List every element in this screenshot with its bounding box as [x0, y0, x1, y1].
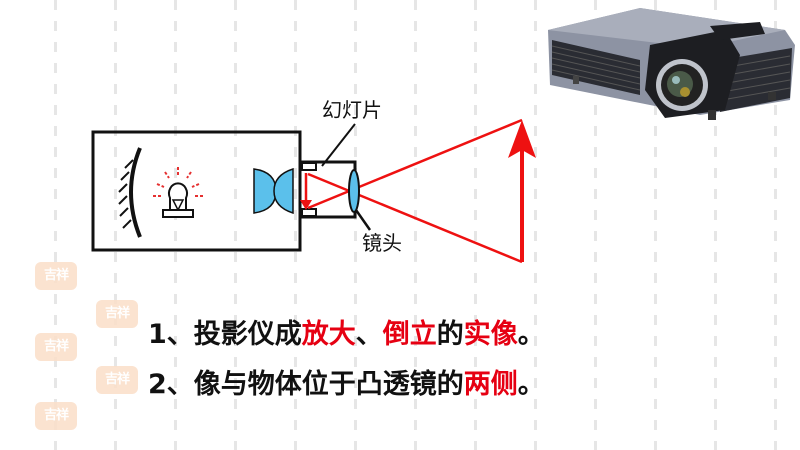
- condenser-lens-icon: [253, 167, 294, 215]
- projector-photo: [548, 8, 795, 120]
- point-highlight: 两侧: [463, 369, 518, 400]
- slide-arrow: [300, 173, 312, 210]
- point-2: 2、像与物体位于凸透镜的两侧。: [148, 362, 545, 401]
- lens-label: 镜头: [362, 231, 402, 255]
- point-text: 。: [517, 319, 545, 350]
- watermark-stamp: 吉祥: [35, 333, 77, 361]
- watermark-stamp: 吉祥: [96, 366, 138, 394]
- point-text: 投影仪成: [193, 319, 302, 350]
- light-rays: [307, 118, 523, 264]
- point-text: 。: [517, 369, 545, 400]
- point-1: 1、投影仪成放大、倒立的实像。: [148, 312, 545, 351]
- projector-housing: [91, 130, 302, 252]
- point-highlight: 实像: [463, 319, 518, 350]
- slide-holder-top: [301, 162, 317, 171]
- image-arrow: [508, 120, 536, 262]
- point-highlight: 放大: [301, 319, 356, 350]
- watermark-stamp: 吉祥: [35, 402, 77, 430]
- point-number: 2、: [148, 369, 194, 400]
- lens-leader-line: [354, 209, 372, 231]
- watermark-stamp: 吉祥: [35, 262, 77, 290]
- slide-label: 幻灯片: [322, 98, 382, 122]
- objective-lens-icon: [348, 169, 360, 213]
- reflector-mirror-icon: [118, 147, 142, 238]
- point-highlight: 倒立: [382, 319, 437, 350]
- point-text: 、: [355, 319, 383, 350]
- point-text: 的: [436, 319, 464, 350]
- watermark-stamp: 吉祥: [96, 300, 138, 328]
- point-text: 像与物体位于凸透镜的: [193, 369, 464, 400]
- point-number: 1、: [148, 319, 194, 350]
- slide-holder-bottom: [301, 208, 317, 217]
- light-bulb-icon: [153, 167, 203, 218]
- slide-leader-line: [321, 123, 356, 167]
